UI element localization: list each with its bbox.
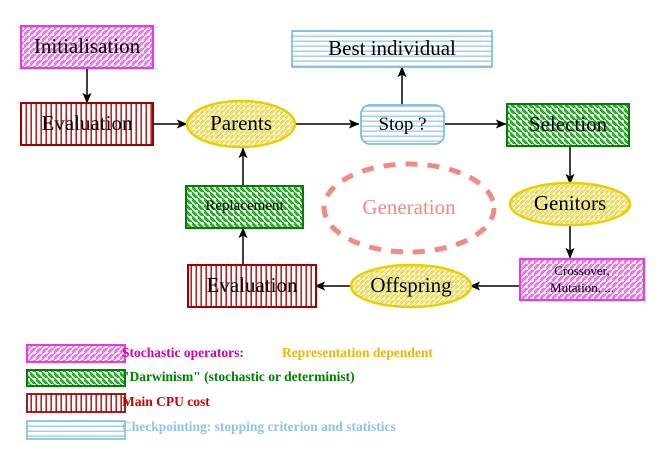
node-selection-shape — [506, 103, 630, 147]
node-genitors-shape — [508, 181, 632, 227]
node-parents-shape — [185, 99, 297, 149]
node-crossover-mutation-shape — [518, 257, 646, 302]
legend-label-stochastic-operators: Stochastic operators: — [122, 345, 244, 360]
node-best-individual-shape — [291, 30, 493, 68]
node-evaluation-bottom-shape — [187, 264, 317, 308]
legend-swatch-darwinism — [26, 369, 126, 387]
legend-swatch-main-cpu-cost — [26, 393, 126, 413]
legend-label-darwinism: "Darwinism" (stochastic or determinist) — [122, 369, 355, 384]
node-evaluation-top-shape — [20, 102, 154, 146]
node-initialisation-shape — [19, 24, 155, 70]
legend-label-checkpointing: Checkpointing: stopping criterion and st… — [122, 419, 396, 434]
node-replacement-shape — [185, 185, 304, 229]
legend-swatch-stochastic-operators — [26, 344, 126, 363]
node-offspring-shape — [349, 263, 473, 309]
legend-label-representation-dependent: Representation dependent — [282, 345, 433, 360]
legend-label-main-cpu-cost: Main CPU cost — [122, 394, 210, 409]
node-generation-shape — [321, 161, 497, 255]
node-stop-shape — [360, 104, 445, 145]
legend-swatch-checkpointing — [26, 420, 126, 440]
